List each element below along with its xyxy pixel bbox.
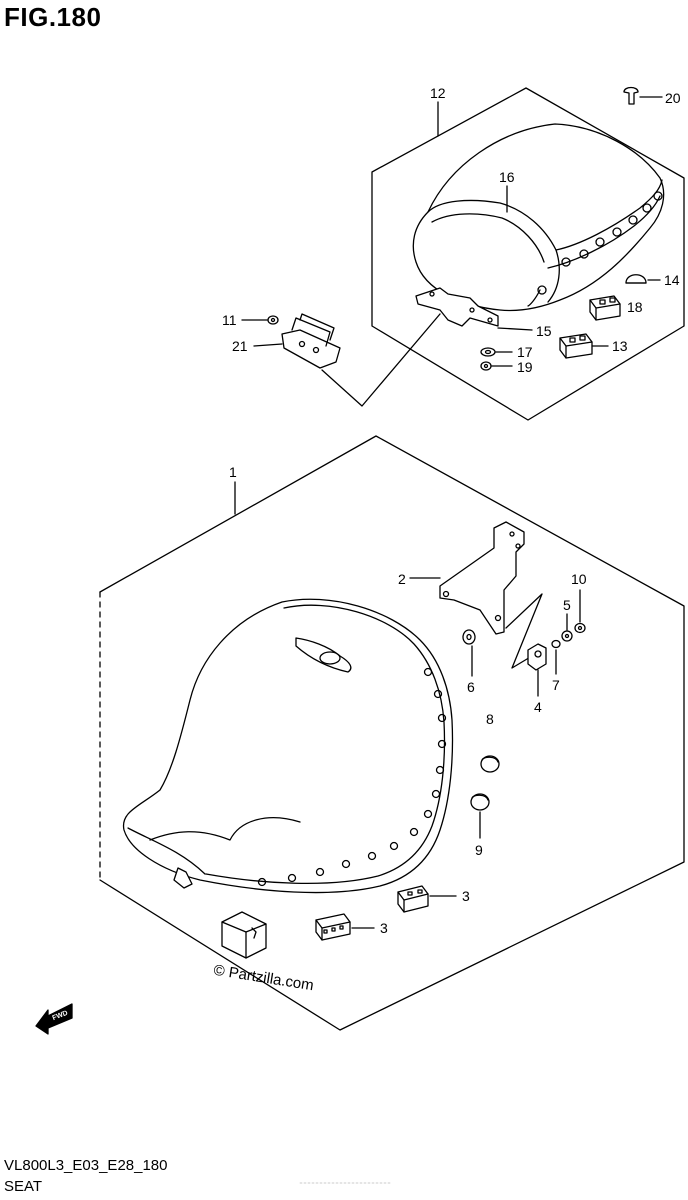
bolt-11[interactable] — [267, 315, 279, 325]
link-line-bracket — [505, 593, 543, 669]
figure-title: FIG.180 — [4, 2, 102, 32]
callout-9: 9 — [475, 842, 483, 858]
callout-20: 20 — [665, 90, 681, 106]
label-box[interactable] — [221, 911, 267, 959]
bolt-7[interactable] — [551, 639, 561, 649]
callout-labels: 1 2 3 3 4 5 6 7 8 9 10 11 12 13 14 15 16… — [222, 85, 681, 936]
cushion-13[interactable] — [559, 333, 593, 359]
callout-16: 16 — [499, 169, 515, 185]
figure-name: SEAT — [4, 1178, 43, 1195]
main-seat[interactable] — [122, 598, 454, 894]
callout-6: 6 — [467, 679, 475, 695]
cap-14[interactable] — [625, 274, 647, 284]
leader-21 — [253, 343, 283, 347]
leader-15 — [497, 327, 533, 331]
callout-15: 15 — [536, 323, 552, 339]
cushion-9[interactable] — [470, 793, 490, 811]
callout-4: 4 — [534, 699, 542, 715]
callout-12: 12 — [430, 85, 446, 101]
callout-11: 11 — [222, 312, 237, 328]
callout-1: 1 — [229, 464, 237, 480]
washer-17[interactable] — [480, 347, 496, 357]
washer-6[interactable] — [462, 629, 476, 645]
group-outline-1 — [99, 435, 685, 1031]
callout-17: 17 — [517, 344, 533, 360]
callout-13: 13 — [612, 338, 628, 354]
pillion-seat[interactable] — [412, 123, 665, 312]
callout-8: 8 — [486, 711, 494, 727]
washer-5[interactable] — [561, 630, 573, 642]
link-line-upper — [321, 313, 441, 407]
nut-10[interactable] — [574, 622, 586, 634]
callout-10: 10 — [571, 571, 587, 587]
cushion-8[interactable] — [480, 755, 500, 773]
callout-14: 14 — [664, 272, 680, 288]
screw-20[interactable] — [623, 86, 639, 105]
callout-19: 19 — [517, 359, 533, 375]
callout-3b: 3 — [380, 920, 388, 936]
callout-2: 2 — [398, 571, 406, 587]
watermark: © Partzilla.com — [212, 962, 314, 995]
figure-code: VL800L3_E03_E28_180 — [4, 1157, 168, 1174]
cushion-3b[interactable] — [315, 913, 351, 941]
damper-4[interactable] — [527, 643, 547, 671]
seat-bracket-2[interactable] — [439, 521, 525, 635]
nut-19[interactable] — [480, 361, 492, 371]
pillion-bracket[interactable] — [415, 287, 499, 327]
fwd-arrow: FWD — [35, 1003, 73, 1035]
callout-3a: 3 — [462, 888, 470, 904]
cushion-3a[interactable] — [397, 885, 429, 913]
callout-21: 21 — [232, 338, 248, 354]
callout-5: 5 — [563, 597, 571, 613]
bracket-21[interactable] — [281, 313, 341, 369]
callout-7: 7 — [552, 677, 560, 693]
group-outline-12 — [371, 87, 685, 421]
callout-18: 18 — [627, 299, 643, 315]
cushion-18[interactable] — [589, 295, 621, 321]
